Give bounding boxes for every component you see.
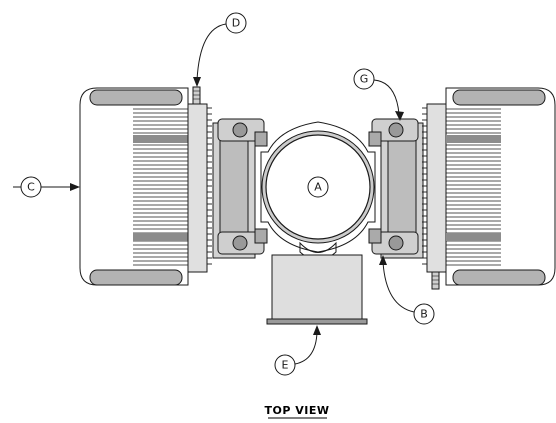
callout-d: D xyxy=(193,12,247,87)
right-heatsink-band-upper xyxy=(446,135,501,143)
left-heatsink xyxy=(79,87,189,286)
svg-text:D: D xyxy=(232,17,240,30)
svg-text:B: B xyxy=(420,308,428,321)
svg-text:C: C xyxy=(27,181,35,194)
right-mounting-plate xyxy=(426,103,447,273)
svg-text:A: A xyxy=(314,181,322,194)
right-heatsink-housing xyxy=(445,87,556,286)
left-heatsink-fins xyxy=(133,108,188,266)
left-plate-teeth xyxy=(207,107,212,265)
right-connector xyxy=(431,271,440,290)
svg-text:G: G xyxy=(360,73,369,86)
right-heatsink-top-pad xyxy=(452,89,546,106)
left-mounting-plate xyxy=(187,103,208,273)
left-heatsink-top-pad xyxy=(89,89,183,106)
driver-box xyxy=(266,254,368,325)
left-clamp-assembly xyxy=(212,118,268,259)
callout-e: E xyxy=(274,325,321,376)
left-heatsink-band-upper xyxy=(133,135,188,143)
svg-text:TOP VIEW: TOP VIEW xyxy=(265,404,330,417)
view-title: TOP VIEW xyxy=(265,404,330,419)
callout-g: G xyxy=(353,68,404,121)
left-heatsink-housing xyxy=(79,87,189,286)
callout-b: B xyxy=(379,255,435,325)
right-clamp-assembly xyxy=(368,118,424,259)
right-heatsink xyxy=(445,87,556,286)
left-heatsink-bottom-pad xyxy=(89,269,183,286)
right-heatsink-band-lower xyxy=(446,233,501,241)
right-heatsink-fins xyxy=(446,108,501,266)
right-heatsink-bottom-pad xyxy=(452,269,546,286)
callout-c: C xyxy=(13,176,80,198)
svg-text:E: E xyxy=(282,359,289,372)
right-plate-teeth xyxy=(422,107,427,265)
left-connector xyxy=(192,86,201,105)
callout-a: A xyxy=(307,176,329,198)
left-heatsink-band-lower xyxy=(133,233,188,241)
